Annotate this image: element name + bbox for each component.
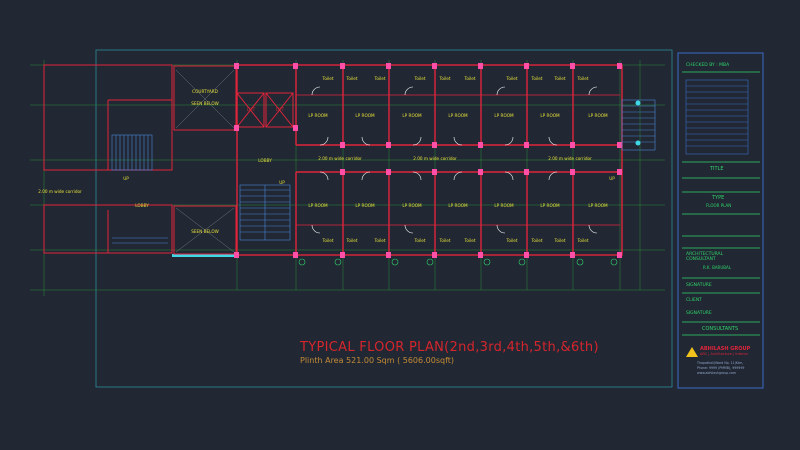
label-toilet: Toilet — [322, 238, 334, 243]
courtyards — [173, 65, 237, 255]
label-lp-room: LP ROOM — [308, 203, 328, 208]
label-toilet: Toilet — [554, 238, 566, 243]
label-up-2: UP — [279, 180, 285, 185]
label-toilet: Toilet — [322, 76, 334, 81]
main-block-walls — [236, 64, 623, 256]
front-slab — [172, 254, 236, 257]
architectural-consultant: ARCHITECTURAL CONSULTANT — [686, 252, 724, 262]
label-corridor-1: 2.00 m wide corridor — [318, 156, 362, 161]
toilet-labels-bottom: Toilet Toilet Toilet Toilet Toilet Toile… — [322, 238, 589, 243]
label-toilet: Toilet — [439, 238, 451, 243]
label-toilet: Toilet — [346, 238, 358, 243]
title-block-lines — [682, 71, 760, 336]
right-stair — [621, 99, 656, 151]
type-value: FLOOR PLAN — [706, 203, 732, 208]
firm-logo — [686, 347, 698, 357]
label-toilet: Toilet — [554, 76, 566, 81]
label-toilet: Toilet — [464, 76, 476, 81]
firm-address-2: Phone: 9999 (PMMB), 999999 — [697, 366, 745, 370]
checked-by: CHECKED BY : MBA — [686, 63, 730, 68]
label-seen-below-2: SEEN BELOW — [191, 229, 219, 234]
central-stair — [239, 184, 291, 241]
drawing-title: TYPICAL FLOOR PLAN(2nd,3rd,4th,5th,&6th) — [300, 340, 599, 355]
label-toilet: Toilet — [506, 238, 518, 243]
label-toilet: Toilet — [577, 238, 589, 243]
firm-tagline: ARC | Architecture | Interior — [700, 352, 749, 356]
label-lp-room: LP ROOM — [540, 113, 560, 118]
label-toilet: Toilet — [439, 76, 451, 81]
label-toilet: Toilet — [531, 76, 543, 81]
label-toilet: Toilet — [374, 76, 386, 81]
room-labels: COURTYARD SEEN BELOW SEEN BELOW LOBBY LO… — [38, 89, 615, 234]
label-toilet: Toilet — [374, 238, 386, 243]
label-lp-room: LP ROOM — [402, 203, 422, 208]
lp-room-labels: LP ROOM LP ROOM LP ROOM LP ROOM LP ROOM … — [308, 113, 608, 208]
label-toilet: Toilet — [577, 76, 589, 81]
client: CLIENT — [686, 298, 702, 303]
label-lobby-main: LOBBY — [258, 158, 272, 163]
architect-name: R.K. BARUBAL — [703, 265, 731, 270]
label-toilet: Toilet — [414, 238, 426, 243]
left-stair — [111, 134, 168, 244]
plinth-area: Plinth Area 521.00 Sqm ( 5606.00sqft) — [300, 356, 454, 365]
label-courtyard: COURTYARD — [192, 89, 218, 94]
firm-website: www.abhilashgroup.com — [697, 371, 737, 375]
lift-labels: LIFT LIFT — [247, 107, 285, 112]
doors — [311, 86, 598, 234]
lift-shafts — [236, 92, 294, 128]
label-lp-room: LP ROOM — [402, 113, 422, 118]
label-lp-room: LP ROOM — [494, 113, 514, 118]
sheet-frame — [95, 49, 673, 388]
label-lift-1: LIFT — [247, 107, 256, 112]
label-lp-room: LP ROOM — [448, 113, 468, 118]
label-lp-room: LP ROOM — [540, 203, 560, 208]
revision-table — [685, 79, 749, 155]
columns — [234, 63, 622, 258]
label-lp-room: LP ROOM — [355, 203, 375, 208]
label-lobby-left: LOBBY — [135, 203, 149, 208]
cyan-markers — [635, 100, 641, 146]
toilet-partitions — [296, 94, 620, 226]
fixtures — [298, 258, 618, 266]
label-lift-2: LIFT — [276, 107, 285, 112]
label-lp-room: LP ROOM — [588, 113, 608, 118]
label-toilet: Toilet — [464, 238, 476, 243]
label-toilet: Toilet — [346, 76, 358, 81]
label-up-3: UP — [609, 176, 615, 181]
label-seen-below-1: SEEN BELOW — [191, 101, 219, 106]
label-lp-room: LP ROOM — [308, 113, 328, 118]
label-toilet: Toilet — [414, 76, 426, 81]
toilet-labels-top: Toilet Toilet Toilet Toilet Toilet Toile… — [322, 76, 589, 81]
label-corridor-4: 2.00 m wide corridor — [38, 189, 82, 194]
left-wing — [43, 64, 173, 254]
courtyard-hatch — [175, 69, 235, 253]
label-toilet: Toilet — [506, 76, 518, 81]
label-toilet: Toilet — [531, 238, 543, 243]
firm-name: ABHILASH GROUP — [700, 346, 751, 352]
signature-1: SIGNATURE — [686, 283, 712, 288]
label-corridor-3: 2.00 m wide corridor — [548, 156, 592, 161]
title-head: TITLE — [710, 166, 724, 172]
title-block-frame — [677, 52, 764, 389]
firm-address-1: Thapathali(Ward No. 11)Ktm, — [697, 361, 744, 365]
label-lp-room: LP ROOM — [588, 203, 608, 208]
label-lp-room: LP ROOM — [448, 203, 468, 208]
label-up-1: UP — [123, 176, 129, 181]
label-corridor-2: 2.00 m wide corridor — [413, 156, 457, 161]
consultants: CONSULTANTS — [702, 326, 739, 332]
label-lp-room: LP ROOM — [494, 203, 514, 208]
signature-2: SIGNATURE — [686, 311, 712, 316]
type-head: TYPE — [712, 195, 725, 201]
label-lp-room: LP ROOM — [355, 113, 375, 118]
